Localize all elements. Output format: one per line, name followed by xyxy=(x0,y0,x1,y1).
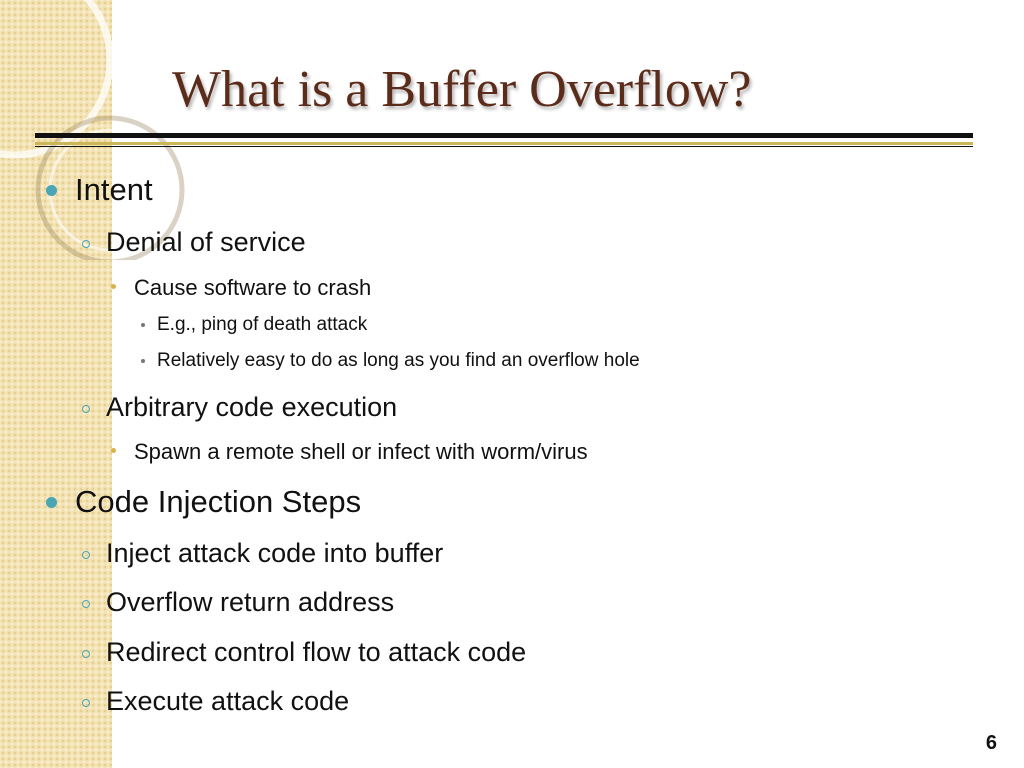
decorative-circles xyxy=(0,0,185,260)
title-divider-thin xyxy=(35,146,973,147)
bullet-icon-ring xyxy=(82,699,90,707)
bullet-icon-gold-dot xyxy=(111,448,116,453)
title-divider-gold xyxy=(35,142,973,145)
slide-title: What is a Buffer Overflow? xyxy=(172,61,752,118)
bullet-level2-inject-code: Inject attack code into buffer xyxy=(106,538,444,568)
bullet-level4-relatively-easy: Relatively easy to do as long as you fin… xyxy=(157,350,640,371)
page-number: 6 xyxy=(985,732,997,754)
decorative-side-band xyxy=(0,0,112,768)
bullet-level2-arbitrary-code: Arbitrary code execution xyxy=(106,392,398,422)
bullet-icon-ring xyxy=(82,405,90,413)
bullet-icon-ring xyxy=(82,600,90,608)
bullet-level1-intent: Intent xyxy=(75,172,153,207)
bullet-level3-spawn-shell: Spawn a remote shell or infect with worm… xyxy=(134,439,588,464)
bullet-level2-execute-code: Execute attack code xyxy=(106,686,350,716)
bullet-level2-denial-of-service: Denial of service xyxy=(106,227,306,257)
bullet-level3-cause-crash: Cause software to crash xyxy=(134,275,372,300)
bullet-icon-small-dot xyxy=(141,359,145,363)
bullet-icon-gold-dot xyxy=(111,284,116,289)
bullet-icon-ring xyxy=(82,240,90,248)
bullet-level2-redirect-flow: Redirect control flow to attack code xyxy=(106,637,527,667)
bullet-level2-overflow-return: Overflow return address xyxy=(106,587,395,617)
bullet-icon-ring xyxy=(82,650,90,658)
title-divider-thick xyxy=(35,133,973,138)
bullet-icon-teal-dot xyxy=(46,497,57,508)
bullet-level1-code-injection: Code Injection Steps xyxy=(75,484,362,519)
bullet-level4-ping-of-death: E.g., ping of death attack xyxy=(157,314,368,335)
bullet-icon-teal-dot xyxy=(46,185,57,196)
bullet-icon-ring xyxy=(82,551,90,559)
bullet-icon-small-dot xyxy=(141,323,145,327)
